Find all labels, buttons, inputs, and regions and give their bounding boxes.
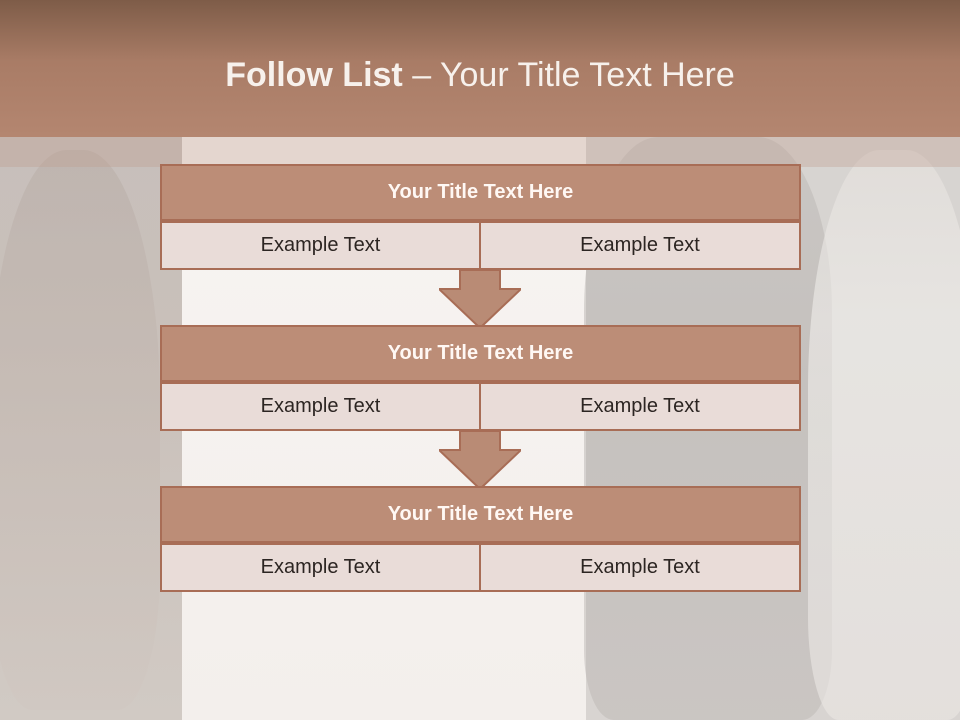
item-left-text: Example Text <box>160 543 481 592</box>
title-banner <box>0 0 960 137</box>
background-person-left <box>0 150 160 710</box>
banner-fade-strip <box>0 137 960 167</box>
slide-title: Follow List – Your Title Text Here <box>0 55 960 95</box>
item-right-text: Example Text <box>479 382 801 431</box>
item-left-text: Example Text <box>160 221 481 270</box>
slide-title-bold: Follow List <box>225 56 403 94</box>
item-right-text: Example Text <box>479 221 801 270</box>
down-arrow-icon <box>439 270 521 328</box>
item-right-text: Example Text <box>479 543 801 592</box>
item-title: Your Title Text Here <box>160 325 801 382</box>
item-title: Your Title Text Here <box>160 164 801 221</box>
background-person-right <box>808 150 960 720</box>
follow-list-item: Your Title Text Here Example Text Exampl… <box>160 164 801 270</box>
item-title: Your Title Text Here <box>160 486 801 543</box>
down-arrow-icon <box>439 431 521 489</box>
item-left-text: Example Text <box>160 382 481 431</box>
follow-list-item: Your Title Text Here Example Text Exampl… <box>160 325 801 431</box>
follow-list-item: Your Title Text Here Example Text Exampl… <box>160 486 801 592</box>
slide-title-rest: – Your Title Text Here <box>402 56 735 94</box>
